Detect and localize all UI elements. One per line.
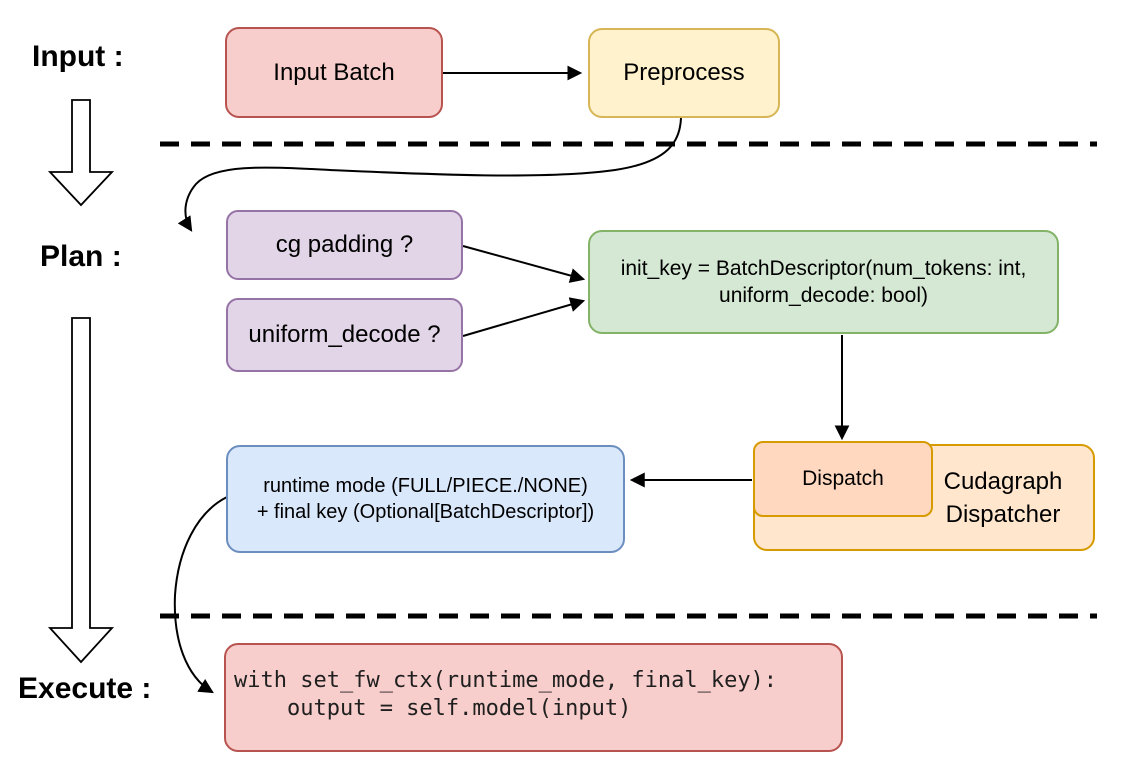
stage-label-plan: Plan : [40, 240, 122, 273]
node-cg-padding: cg padding ? [226, 210, 463, 280]
node-dispatch-label: Dispatch [802, 467, 884, 491]
node-runtime-mode-line1: runtime mode (FULL/PIECE./NONE) [263, 475, 588, 497]
node-cudagraph-dispatcher-line2: Dispatcher [945, 500, 1061, 528]
stage-arrow-plan-icon [47, 317, 115, 664]
node-input-batch: Input Batch [225, 27, 443, 118]
node-init-key-line1: init_key = BatchDescriptor(num_tokens: i… [620, 257, 1027, 280]
stage-label-input: Input : [32, 40, 124, 73]
arrow-cg-padding-to-init-key [462, 245, 586, 283]
node-uniform-decode: uniform_decode ? [226, 298, 463, 372]
node-dispatch: Dispatch [753, 441, 933, 517]
stage-arrow-input-icon [47, 99, 115, 207]
node-uniform-decode-label: uniform_decode ? [248, 321, 441, 349]
node-runtime-mode: runtime mode (FULL/PIECE./NONE) + final … [226, 445, 625, 553]
node-runtime-mode-line2: + final key (Optional[BatchDescriptor]) [256, 501, 595, 523]
arrow-uniform-decode-to-init-key [462, 297, 586, 337]
execute-code-line1: with set_fw_ctx(runtime_mode, final_key)… [234, 667, 778, 693]
node-init-key: init_key = BatchDescriptor(num_tokens: i… [588, 230, 1059, 334]
node-execute-code: with set_fw_ctx(runtime_mode, final_key)… [224, 643, 843, 752]
arrow-runtime-mode-to-execute-code [173, 496, 228, 694]
node-preprocess: Preprocess [588, 28, 780, 118]
node-cg-padding-label: cg padding ? [275, 231, 414, 259]
node-preprocess-label: Preprocess [623, 59, 745, 87]
stage-label-execute: Execute : [18, 672, 152, 705]
execute-code-line2: output = self.model(input) [234, 695, 632, 721]
node-input-batch-label: Input Batch [273, 58, 395, 86]
node-init-key-line2: uniform_decode: bool) [719, 284, 928, 307]
node-cudagraph-dispatcher-line1: Cudagraph [943, 467, 1063, 495]
